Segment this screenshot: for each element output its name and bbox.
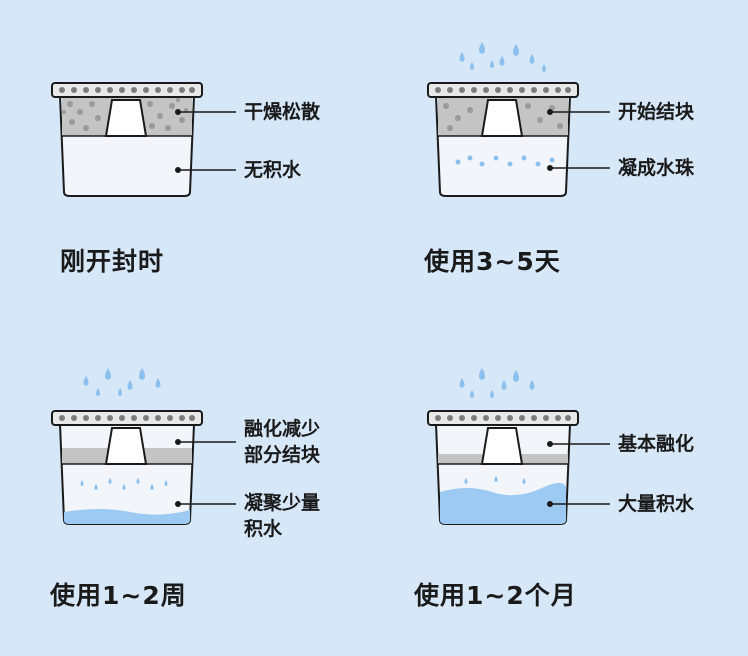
dehumidifier-box-illustration [427, 368, 610, 525]
label-water-state: 凝聚少量 积水 [244, 490, 320, 542]
moisture-drops [459, 368, 535, 398]
water-level [64, 509, 190, 524]
stage-caption: 使用3~5天 [424, 247, 561, 276]
label-line: 部分结块 [244, 444, 321, 466]
stage-1-2-weeks-panel: 融化减少 部分结块 凝聚少量 积水 使用1~2周 [0, 328, 374, 656]
moisture-drops [459, 42, 546, 72]
label-line: 凝聚少量 [244, 492, 321, 514]
label-desiccant-state: 干燥松散 [244, 101, 321, 123]
label-line: 融化减少 [244, 418, 321, 440]
dehumidifier-box-illustration [51, 82, 236, 197]
label-desiccant-state: 基本融化 [618, 433, 695, 455]
label-water-state: 大量积水 [618, 493, 695, 515]
stage-1-2-months-panel: 基本融化 大量积水 使用1~2个月 [374, 328, 748, 656]
stage-caption: 刚开封时 [60, 247, 165, 276]
label-line: 积水 [244, 518, 283, 540]
stage-caption: 使用1~2周 [50, 581, 187, 610]
lid [51, 82, 203, 98]
label-desiccant-state: 融化减少 部分结块 [244, 416, 320, 468]
moisture-drops [83, 368, 161, 396]
stage-fresh-panel: 干燥松散 无积水 刚开封时 [0, 0, 374, 328]
stage-caption: 使用1~2个月 [414, 581, 577, 610]
dehumidifier-box-illustration [51, 368, 236, 525]
label-water-state: 凝成水珠 [618, 157, 695, 179]
label-water-state: 无积水 [244, 159, 302, 181]
water-level [440, 482, 567, 524]
stage-3-5-days-panel: 开始结块 凝成水珠 使用3~5天 [374, 0, 748, 328]
label-desiccant-state: 开始结块 [618, 101, 695, 123]
dehumidifier-box-illustration [427, 42, 610, 197]
